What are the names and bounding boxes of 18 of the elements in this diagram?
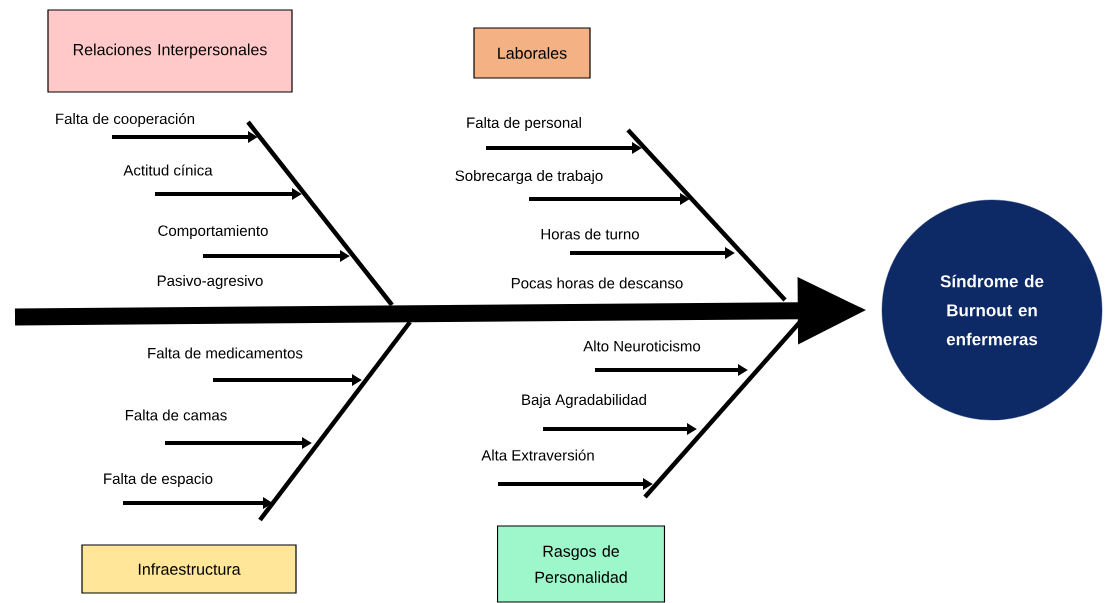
cause-label: Baja Agradabilidad — [522, 394, 646, 408]
category-box: Laborales — [473, 27, 591, 79]
cause-label: Sobrecarga de trabajo — [455, 170, 603, 184]
category-box: Infraestructura — [81, 544, 297, 594]
cause-label: Comportamiento — [158, 225, 268, 239]
cause-label: Pocas horas de descanso — [511, 277, 683, 289]
cause-label: Falta de personal — [467, 117, 581, 131]
category-box: Rasgos de Personalidad — [496, 525, 666, 603]
cause-label: Falta de camas — [125, 409, 227, 421]
cause-label: Pasivo-agresivo — [157, 275, 263, 289]
cause-label: Actitud cínica — [123, 164, 213, 176]
cause-label: Alto Neuroticismo — [583, 340, 701, 352]
cause-label: Horas de turno — [541, 228, 639, 240]
cause-label: Alta Extraversión — [481, 449, 594, 461]
cause-label: Falta de medicamentos — [148, 347, 303, 359]
category-box: Relaciones Interpersonales — [47, 9, 293, 93]
cause-label: Falta de cooperación — [56, 112, 195, 128]
cause-label: Falta de espacio — [104, 473, 213, 487]
